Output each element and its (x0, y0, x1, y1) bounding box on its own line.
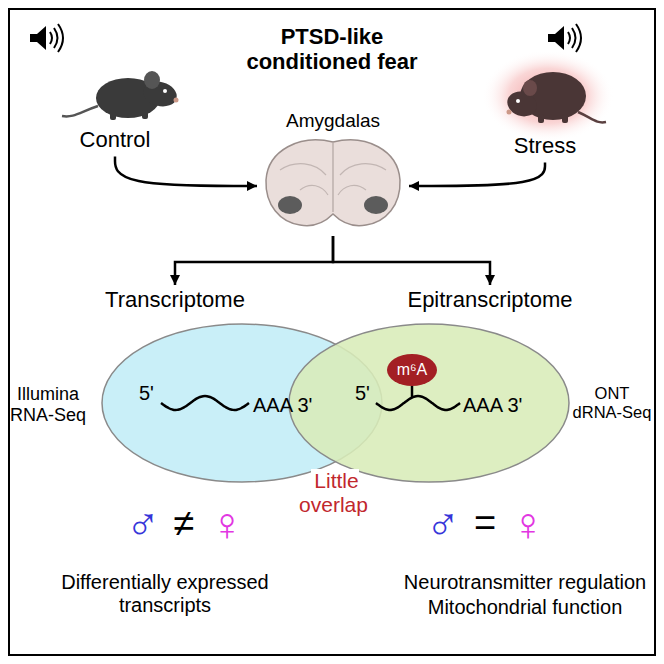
ellipse-shape (288, 323, 570, 483)
brain-midline (332, 143, 333, 212)
sound-wave (50, 32, 52, 44)
rna-end-label: 5' (355, 381, 370, 405)
overlap-note-box: Little overlap (285, 469, 385, 517)
rna-strand (161, 396, 249, 410)
modification-label: m⁶A (397, 353, 428, 387)
sound-wave (572, 28, 576, 48)
speaker-icon (548, 24, 581, 52)
brain-detail (280, 164, 386, 175)
method-name: Illumina RNA-Seq (10, 384, 86, 425)
method-name: ONT dRNA-Seq (573, 384, 652, 421)
ellipse-fill (289, 324, 569, 482)
method-name-box: ONT dRNA-Seq (570, 384, 654, 422)
mouse-leg (110, 112, 116, 120)
finding-text-box: Differentially expressed transcripts (34, 571, 296, 617)
stress-mouse (482, 50, 614, 142)
brain-outline (266, 140, 400, 226)
sound-wave (58, 24, 63, 52)
control-mouse (62, 71, 180, 120)
female-symbol: ♀ (511, 498, 546, 550)
mouse-leg (562, 114, 568, 123)
finding-text: Differentially expressed transcripts (61, 571, 269, 616)
oval-fill (387, 354, 437, 386)
mouse-ear (523, 80, 537, 96)
finding-text-box: Mitochondrial function (400, 596, 650, 619)
rna-strand (376, 396, 460, 410)
node-label: Stress (514, 133, 576, 159)
sound-wave (54, 28, 58, 48)
equal-sign-box: = (468, 502, 502, 546)
node-label: Control (80, 127, 151, 153)
female-symbol-box: ♀ (202, 498, 252, 551)
mouse-eye (516, 99, 520, 103)
overlap-note: Little overlap (299, 469, 371, 516)
mouse-ear (144, 71, 160, 89)
sound-wave (568, 32, 570, 44)
amygdala (364, 196, 388, 214)
method-label: Transcriptome (75, 287, 275, 313)
node-label: Amygdalas (286, 110, 380, 133)
flow-arrow (409, 162, 545, 186)
not-equal-sign-box: ≠ (167, 502, 201, 546)
male-symbol: ♂ (426, 498, 461, 550)
group-label: Control (45, 127, 185, 153)
sound-wave (576, 24, 581, 52)
mouse-leg (538, 114, 544, 123)
brain-detail (300, 185, 366, 195)
mouse-leg (142, 110, 148, 119)
not-equal-sign: ≠ (174, 502, 195, 544)
male-symbol-box: ♂ (418, 498, 468, 551)
female-symbol: ♀ (210, 498, 245, 550)
rna-end-label: AAA 3' (253, 393, 312, 417)
male-symbol: ♂ (126, 498, 161, 550)
male-symbol-box: ♂ (118, 498, 168, 551)
rna-modification-stem (411, 386, 414, 398)
stress-glow (482, 50, 614, 142)
mouse-eye (163, 89, 167, 93)
flow-arrow (115, 156, 257, 186)
speaker-body (548, 26, 564, 50)
female-symbol-box: ♀ (503, 498, 553, 551)
flow-arrow (333, 236, 490, 285)
method-label: Epitranscriptome (380, 287, 600, 313)
group-label: Stress (475, 133, 615, 159)
node-label: Transcriptome (105, 287, 245, 313)
flow-arrow (175, 236, 333, 285)
modification-oval: m⁶A (386, 353, 438, 387)
brain-section (266, 140, 400, 226)
speaker-body (30, 26, 46, 50)
method-name-box: Illumina RNA-Seq (8, 384, 88, 425)
amygdala (278, 196, 302, 214)
finding-text-box: Neurotransmitter regulation (400, 571, 650, 594)
brain-region: Amygdalas (258, 110, 408, 235)
equal-sign: = (474, 502, 496, 544)
finding-text: Neurotransmitter regulation (404, 571, 646, 593)
mouse-tail (62, 106, 98, 116)
mouse-nose (507, 110, 512, 115)
mouse-tail (578, 112, 606, 122)
mouse-nose (174, 98, 179, 103)
title: PTSD-like conditioned fear (232, 24, 432, 75)
venn-ellipse: 5' AAA 3' m⁶A (288, 323, 570, 483)
rna-end-label: 5' (139, 381, 154, 405)
frame (9, 9, 655, 655)
speaker-icon (30, 24, 63, 52)
node-label: Epitranscriptome (407, 287, 572, 313)
finding-text: Mitochondrial function (428, 596, 623, 618)
rna-end-label: AAA 3' (463, 393, 522, 417)
